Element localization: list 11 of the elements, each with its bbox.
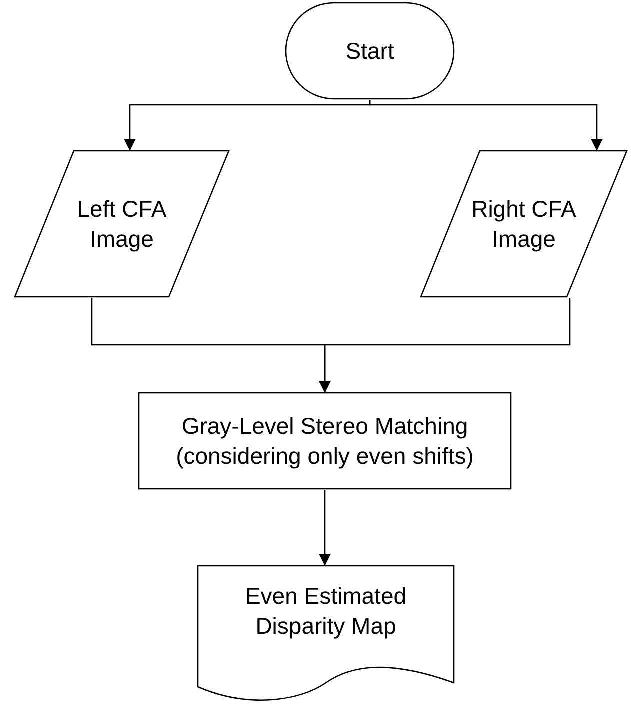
node-label: Even Estimated Disparity Map (244, 582, 408, 641)
node-label: Start (346, 37, 394, 66)
input-parallelogram (14, 150, 230, 298)
arrow (319, 298, 571, 393)
arrow (319, 490, 331, 566)
input-parallelogram (420, 150, 628, 298)
process-box (138, 392, 512, 490)
node-label: Gray-Level Stereo Matching (considering only even shifts) (175, 412, 475, 471)
node-label: Left CFA Image (76, 195, 168, 254)
arrow (369, 100, 603, 151)
node-label: Right CFA Image (470, 195, 578, 254)
